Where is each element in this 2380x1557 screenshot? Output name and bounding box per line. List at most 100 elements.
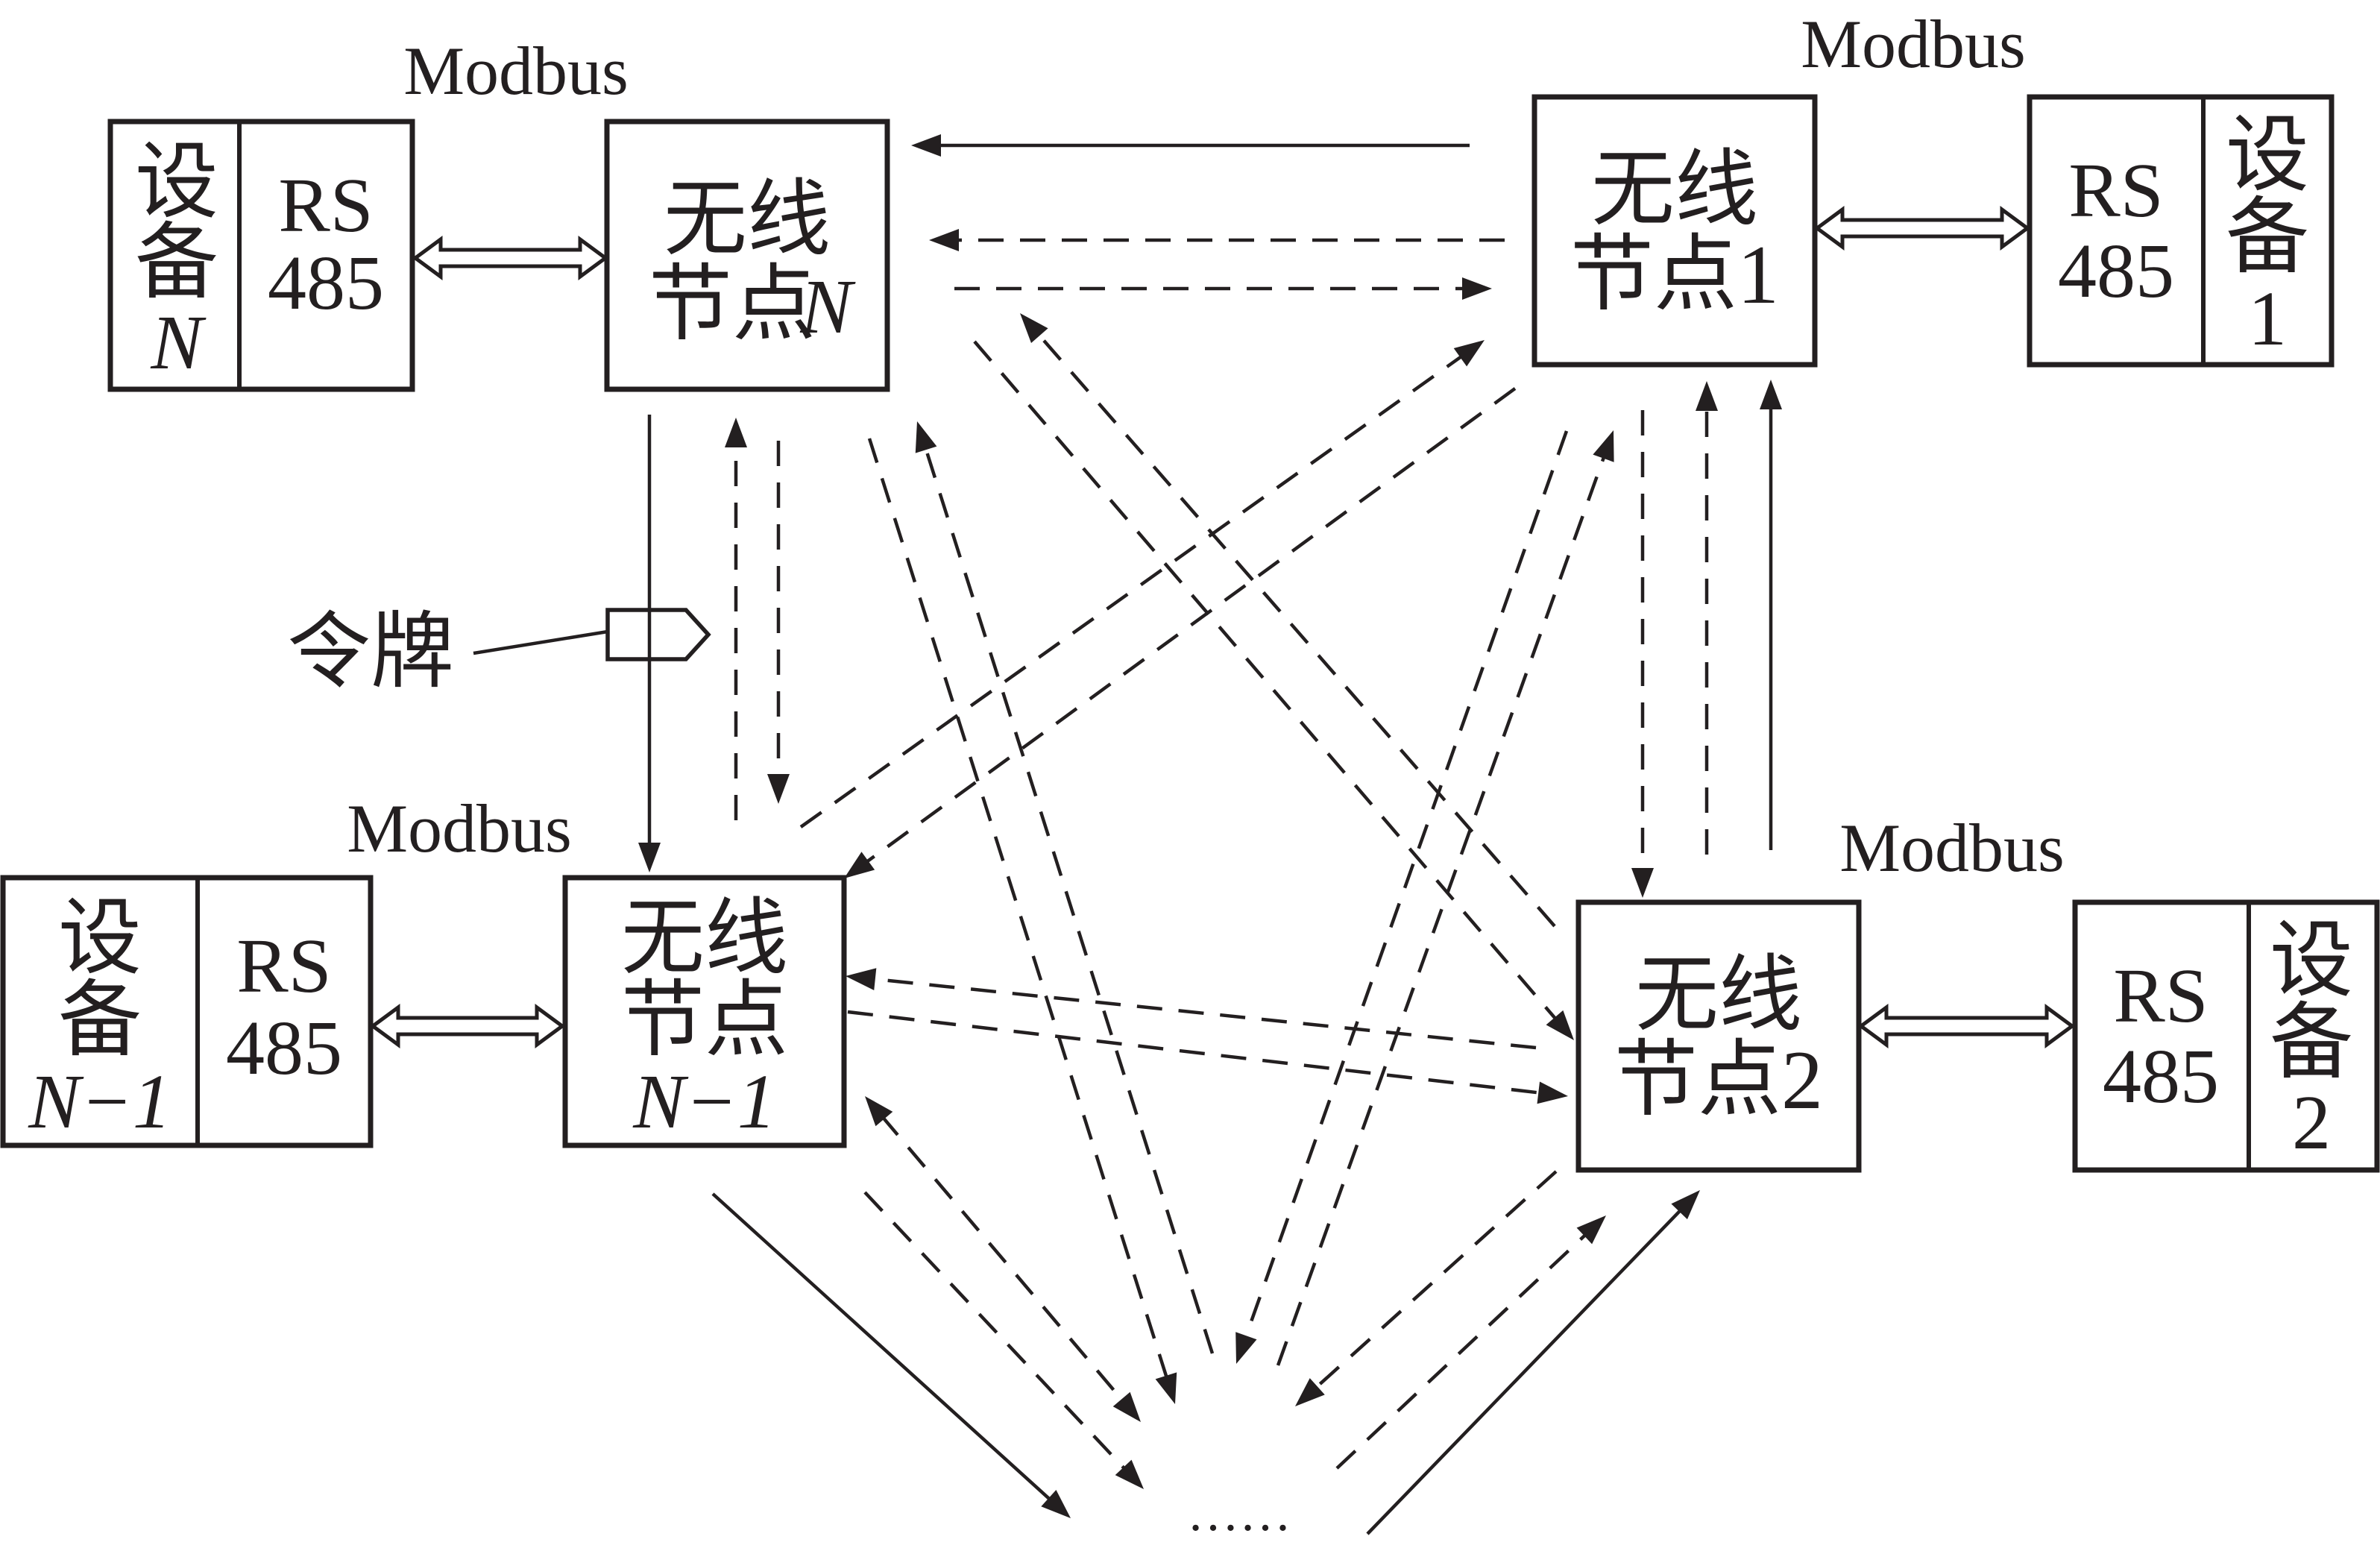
device-label-N-1-1: 设 [58, 893, 142, 985]
rs485-label-1-2: 485 [2058, 228, 2174, 314]
rs485-link-N-1 [369, 1004, 566, 1048]
device-box-N-1 [0, 875, 374, 1148]
rs485-label-N-1-2: 485 [226, 1005, 342, 1091]
device-label-2-2: 备 [2270, 997, 2353, 1089]
wireless-label-N-1: 无线 [664, 174, 831, 266]
link-N-to-N-1-solid-head [638, 843, 661, 872]
links-layer [369, 134, 2076, 1535]
wireless-label-2-2: 节点2 [1614, 1034, 1823, 1127]
token-label: 令牌 [287, 606, 454, 699]
wireless-label-1-1: 无线 [1591, 144, 1758, 236]
link-N-to-2-dashed-head [1546, 1010, 1574, 1040]
device-box-1 [2027, 94, 2335, 368]
device-box-2 [2072, 899, 2380, 1173]
token-leader-line [473, 629, 608, 655]
device-label-N-2: 备 [135, 217, 218, 309]
link-ellipsis-to-2-solid-line [1366, 1207, 1684, 1535]
device-label-N-1: 设 [135, 136, 218, 229]
wireless-node-box-2 [1575, 899, 1862, 1173]
wireless-label-N-1-w1: 无线 [621, 893, 788, 985]
link-N-1-ellipsis-dashed-twoway-line [880, 1114, 1126, 1404]
link-N-1-to-ellipsis-dashed-line [863, 1191, 1128, 1472]
wireless-label-2-1: 无线 [1635, 949, 1802, 1042]
token-shape [605, 608, 711, 661]
device-label-N-1-2: 备 [58, 975, 142, 1067]
rs485-link-2 [1857, 1004, 2076, 1048]
node-group-2: Modbus 无线 节点2 RS 485 设 备 2 [1575, 810, 2380, 1173]
device-label-1-1: 设 [2226, 110, 2309, 202]
modbus-label-1: Modbus [1801, 6, 2026, 82]
rs485-label-2-2: 485 [2103, 1034, 2219, 1119]
link-ellipsis-to-2-dashed-head [1576, 1215, 1606, 1245]
node-group-1: Modbus 无线 节点1 RS 485 设 备 1 [1531, 6, 2335, 368]
link-2-to-ellipsis-dashed-line [1312, 1170, 1558, 1391]
more-nodes-ellipsis: …… [1187, 1485, 1291, 1542]
link-N-1-to-1-dashed-line [799, 353, 1465, 828]
link-2-to-N-1-dashed-line [870, 977, 1537, 1050]
link-1-to-N-1-dashed-head [844, 852, 875, 878]
device-label-2-3: 2 [2292, 1080, 2331, 1166]
link-N-1-to-ellipsis-solid-line [711, 1192, 1054, 1503]
link-N-1-to-N-dashed-head [725, 418, 747, 447]
rs485-label-N-1: RS [278, 163, 373, 248]
link-2-to-N-dashed-head [1020, 313, 1048, 344]
rs485-label-N-1-1: RS [236, 923, 331, 1009]
link-N-to-ellipsis-dashed-a-head [1155, 1372, 1177, 1404]
rs485-link-N [412, 236, 609, 280]
link-1-to-ellipsis-dashed-a-line [1243, 430, 1569, 1341]
link-2-to-ellipsis-dashed-head [1295, 1378, 1325, 1406]
wireless-label-N-2: 节点 [649, 259, 816, 351]
wireless-label-N-1-w3: N−1 [632, 1059, 776, 1145]
link-N-1-ellipsis-dashed-twoway-head [1112, 1391, 1141, 1422]
link-ellipsis-to-1-dashed-line [1276, 453, 1607, 1366]
device-label-2-1: 设 [2270, 915, 2353, 1007]
node-group-N-1: Modbus 设 备 N−1 RS 485 无线 节点 N−1 [0, 790, 847, 1148]
wireless-node-box-N-1 [562, 875, 847, 1148]
rs485-label-N-2: 485 [268, 240, 384, 326]
modbus-label-N-1: Modbus [347, 790, 572, 866]
modbus-label-N: Modbus [403, 33, 629, 109]
rs485-label-2-1: RS [2113, 953, 2208, 1039]
wireless-label-1-2: 节点1 [1570, 229, 1779, 321]
link-N-to-N-1-dashed-head [767, 774, 790, 804]
modbus-label-2: Modbus [1839, 810, 2065, 886]
link-2-to-N-1-dashed-head [846, 968, 877, 991]
rs485-label-1-1: RS [2068, 148, 2163, 233]
link-N-1-to-ellipsis-dashed-head [1115, 1459, 1144, 1489]
link-N-to-ellipsis-dashed-a-line [867, 438, 1169, 1381]
link-ellipsis-to-2-solid-head [1671, 1190, 1700, 1220]
node-group-N: Modbus 设 备 N RS 485 无线 节点 N [107, 33, 890, 392]
token-marker: 令牌 [287, 606, 711, 699]
link-N-1-ellipsis-dashed-twoway-tail-head [865, 1096, 893, 1127]
link-2-to-N-dashed-line [1035, 331, 1556, 928]
wireless-label-N-3: N [799, 264, 856, 350]
wireless-label-N-1-w2: 节点 [621, 975, 788, 1067]
wireless-node-box-N [604, 119, 890, 392]
device-label-N-3: N [150, 300, 207, 386]
link-N-1-to-1-dashed-head [1453, 340, 1485, 367]
rs485-link-1 [1813, 206, 2031, 251]
link-ellipsis-to-1-dashed-head [1593, 430, 1614, 462]
link-N-to-1-dashed-head [1462, 277, 1492, 300]
link-1-to-N-dashed-head [929, 229, 959, 251]
device-box-N [107, 119, 415, 392]
device-label-N-1-3: N−1 [28, 1059, 171, 1145]
link-ellipsis-to-N-dashed-line [923, 444, 1215, 1354]
device-label-1-2: 备 [2226, 192, 2309, 284]
link-1-to-ellipsis-dashed-a-head [1235, 1332, 1257, 1364]
link-ellipsis-to-N-dashed-head [915, 421, 937, 453]
link-1-to-2-dashed-head [1631, 868, 1654, 898]
link-N-1-to-2-dashed-line [847, 1010, 1543, 1095]
link-N-to-2-dashed-line [973, 340, 1559, 1022]
link-N-1-to-2-dashed-head [1537, 1081, 1568, 1104]
link-2-to-1-solid-head [1760, 380, 1782, 409]
device-label-1-3: 1 [2248, 276, 2287, 362]
link-2-to-1-dashed-head [1696, 381, 1718, 411]
link-ellipsis-to-2-dashed-line [1335, 1231, 1589, 1470]
link-N-1-to-ellipsis-solid-head [1041, 1490, 1071, 1518]
wireless-node-box-1 [1531, 94, 1818, 368]
link-1-to-N-solid-head [911, 134, 941, 157]
link-1-to-N-1-dashed-line [863, 387, 1517, 865]
